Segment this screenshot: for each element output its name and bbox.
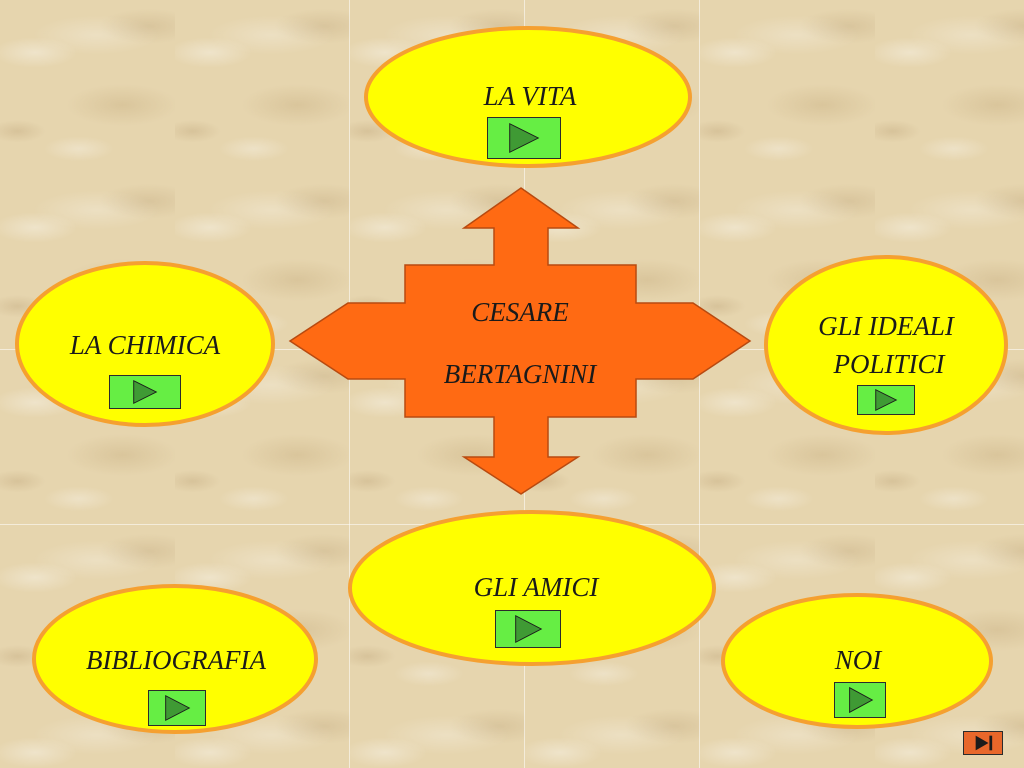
- play-icon: [875, 388, 898, 412]
- node-bibliografia-ellipse: [32, 584, 318, 734]
- node-chimica-ellipse: [15, 261, 275, 427]
- play-icon: [509, 122, 540, 154]
- bibliografia-play-button[interactable]: [148, 690, 206, 726]
- skip-to-end-button[interactable]: [963, 731, 1003, 755]
- ideali-play-button[interactable]: [857, 385, 915, 415]
- node-vita-label: LA VITA: [483, 81, 577, 111]
- chimica-play-button[interactable]: [109, 375, 181, 409]
- skip-to-end-icon: [975, 735, 993, 751]
- node-noi-ellipse: [721, 593, 993, 729]
- node-chimica-label: LA CHIMICA: [69, 330, 221, 360]
- play-icon: [849, 686, 874, 714]
- node-ideali-label-line1: GLI IDEALI: [818, 311, 954, 341]
- play-icon: [515, 614, 543, 644]
- node-amici-label: GLI AMICI: [473, 572, 599, 602]
- play-icon: [165, 694, 191, 722]
- node-ideali-label-line2: POLITICI: [833, 349, 945, 379]
- center-cross-arrow: [288, 187, 752, 495]
- center-title-line2: BERTAGNINI: [443, 359, 597, 389]
- node-noi-label: NOI: [834, 645, 882, 675]
- center-title-line1: CESARE: [471, 297, 569, 327]
- node-ideali-ellipse: [764, 255, 1008, 435]
- node-bibliografia-label: BIBLIOGRAFIA: [86, 645, 266, 675]
- node-vita-ellipse: [364, 26, 692, 168]
- node-amici-ellipse: [348, 510, 716, 666]
- amici-play-button[interactable]: [495, 610, 561, 648]
- vita-play-button[interactable]: [487, 117, 561, 159]
- play-icon: [133, 379, 158, 405]
- noi-play-button[interactable]: [834, 682, 886, 718]
